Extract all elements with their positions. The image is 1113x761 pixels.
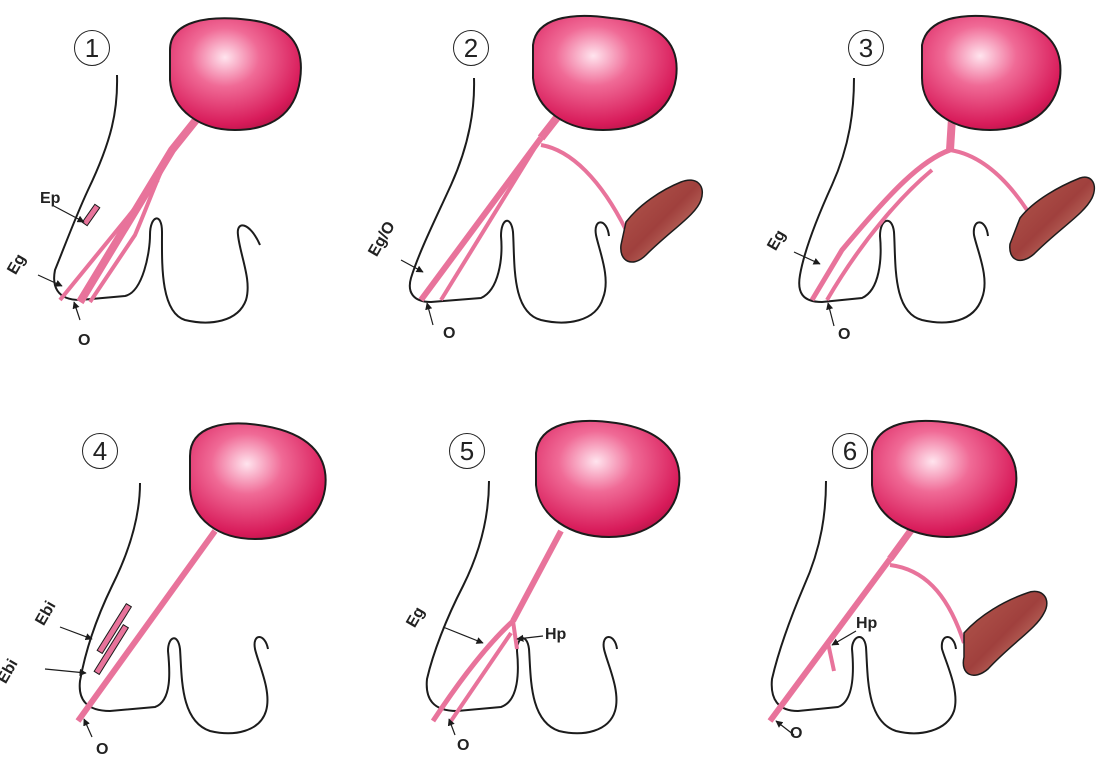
panel-4: 4 Ebi Ebi O (0, 381, 371, 761)
leader-ebi-1 (60, 627, 92, 639)
hp-duct (828, 643, 834, 671)
label-o: O (838, 326, 850, 344)
panel-number: 2 (453, 30, 489, 66)
tissue-mass (963, 591, 1047, 675)
panel-number: 4 (82, 433, 118, 469)
urethra-inner (451, 633, 511, 721)
panel-number: 5 (449, 433, 485, 469)
panel-number: 6 (832, 433, 868, 469)
panel-3: 3 Eg O (742, 0, 1113, 380)
hp-duct (513, 621, 517, 649)
leader-o (84, 719, 92, 737)
urethra (78, 531, 215, 721)
panel-number: 3 (848, 30, 884, 66)
label-o: O (443, 325, 455, 343)
label-hp: Hp (856, 615, 877, 633)
bladder (872, 421, 1016, 537)
leader-o (427, 303, 433, 325)
urethra-tube2 (441, 138, 541, 300)
panel-5: 5 Eg Hp O (371, 381, 742, 761)
bladder-neck (890, 529, 912, 559)
leader-ebi-2 (45, 669, 86, 673)
tissue-mass (621, 180, 702, 262)
leader-eg (443, 627, 483, 643)
branch-duct (890, 565, 964, 643)
leader-eg (794, 252, 820, 264)
label-o: O (457, 737, 469, 755)
tissue-mass (1010, 177, 1095, 260)
leader-hp (517, 636, 543, 639)
panel-number: 1 (74, 30, 110, 66)
panel-6: 6 Hp O (742, 381, 1113, 761)
bladder (190, 424, 326, 539)
leader-eg (38, 275, 62, 286)
branch-duct (541, 145, 626, 230)
label-hp: Hp (545, 626, 566, 644)
panel-1: 1 Ep Eg O (0, 0, 371, 380)
urethra (770, 559, 890, 721)
leader-o (828, 303, 834, 326)
ep-structure (82, 204, 100, 225)
branch-duct (950, 150, 1027, 210)
urethra-tube (421, 138, 541, 300)
urethra-fold (90, 150, 172, 302)
bladder (170, 18, 301, 130)
label-o: O (78, 332, 90, 350)
bladder (533, 16, 677, 130)
leader-ego (401, 260, 423, 272)
bladder-neck (541, 115, 559, 138)
bladder (536, 421, 679, 537)
panel-2: 2 Eg/O O (371, 0, 742, 380)
label-o: O (96, 741, 108, 759)
bladder (922, 16, 1060, 130)
leader-o (74, 302, 80, 320)
urethra-inner (60, 180, 158, 300)
label-o: O (790, 725, 802, 743)
label-ep: Ep (40, 190, 60, 208)
urethra-upper (513, 531, 561, 621)
